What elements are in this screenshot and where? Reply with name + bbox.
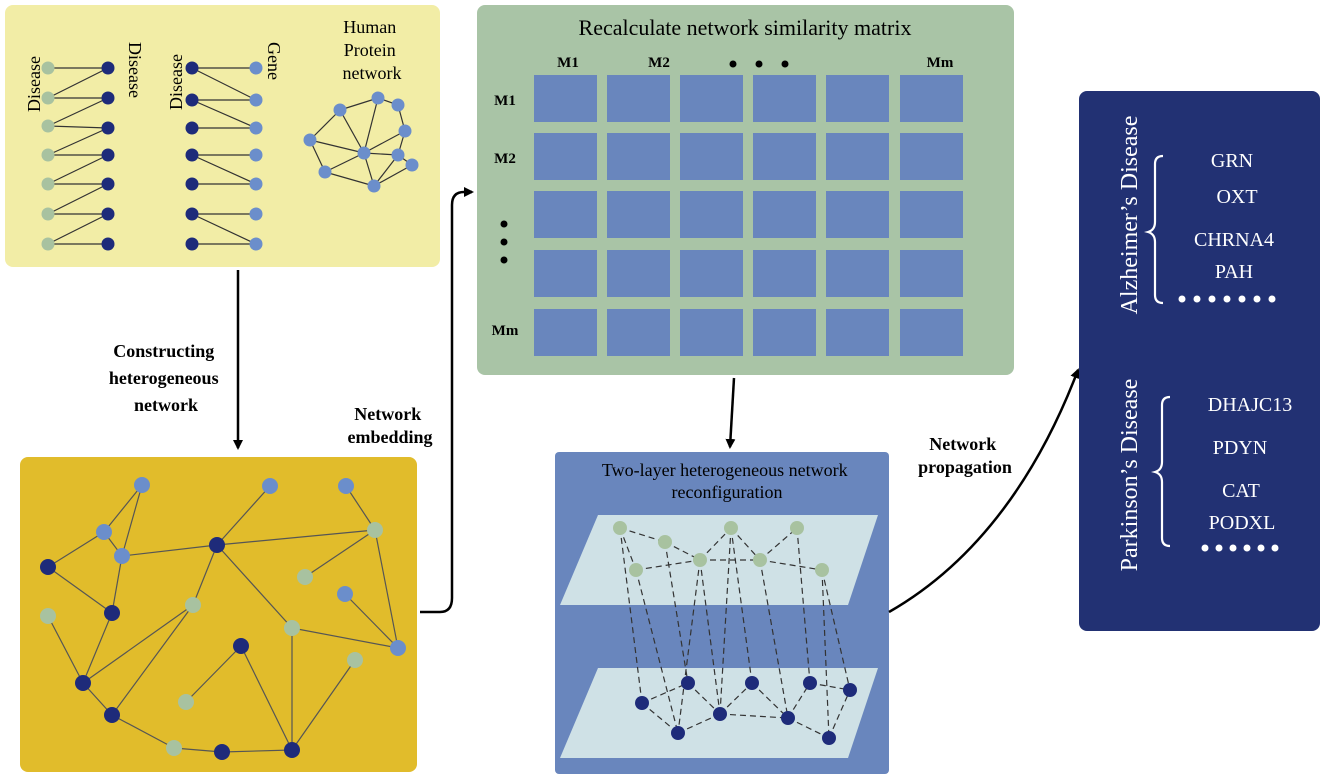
results-panel: Alzheimer’s Disease GRN OXT CHRNA4 PAH P… (1079, 91, 1320, 631)
matrix-row-labels: M1 M2 Mm (492, 93, 519, 339)
propagation-arrow: Network propagation (888, 368, 1080, 614)
reconfig-edges (619, 527, 851, 739)
disease-col3-label: Disease (166, 54, 186, 110)
gene-col-nodes (249, 61, 263, 251)
ppi-nodes (303, 91, 419, 193)
ppi-label-line-1: Human (343, 17, 396, 37)
disease-col3-nodes (185, 61, 199, 251)
gene-podxl: PODXL (1209, 512, 1276, 534)
constructing-line-3: network (134, 395, 198, 415)
hetero-disease-nodes (40, 537, 300, 760)
ppi-label-line-2: Protein (344, 40, 396, 60)
disease-col1-nodes (41, 61, 55, 251)
matrix-title: Recalculate network similarity matrix (579, 15, 912, 40)
hetero-other-nodes (40, 522, 383, 756)
matrix-row-label-m2: M2 (494, 151, 516, 167)
parkinsons-brace (1151, 395, 1171, 548)
alzheimers-genes: GRN OXT CHRNA4 PAH (1194, 150, 1274, 283)
upper-layer-plane (560, 515, 878, 605)
alzheimers-more-dots (1178, 295, 1276, 303)
parkinsons-genes: DHAJC13 PDYN CAT PODXL (1208, 394, 1292, 534)
human-protein-network: Human Protein network (303, 17, 419, 193)
alzheimers-brace (1144, 154, 1164, 305)
disease-col1-label: Disease (24, 56, 44, 112)
hetero-nodes (40, 477, 406, 760)
parkinsons-more-dots (1201, 544, 1279, 552)
matrix-col-label-m2: M2 (648, 55, 670, 71)
constructing-line-1: Constructing (113, 341, 214, 361)
disease-col2-label: Disease (125, 42, 145, 98)
embedding-line-2: embedding (347, 427, 432, 447)
reconfig-title-line-1: Two-layer heterogeneous network (602, 460, 848, 480)
hetero-gene-nodes (96, 477, 406, 656)
matrix-row-label-m1: M1 (494, 93, 516, 109)
embedding-arrow: Network embedding (347, 187, 474, 614)
disease-disease-network: Disease Disease (24, 42, 145, 251)
disease-gene-edges (191, 67, 257, 245)
matrix-row-label-mm: Mm (492, 323, 519, 339)
similarity-matrix-panel: Recalculate network similarity matrix M1… (477, 5, 1014, 375)
two-layer-reconfig-panel: Two-layer heterogeneous network reconfig… (555, 452, 889, 774)
gene-grn: GRN (1211, 150, 1253, 172)
embedding-label: Network embedding (347, 404, 432, 447)
gene-oxt: OXT (1216, 186, 1257, 208)
matrix-col-label-mm: Mm (927, 55, 954, 71)
propagation-label: Network propagation (918, 434, 1012, 477)
input-networks-panel: Disease Disease (5, 5, 440, 267)
gene-col-label: Gene (264, 42, 284, 80)
matrix-row-ellipsis (500, 220, 508, 264)
gene-cat: CAT (1222, 480, 1260, 502)
matrix-to-reconfig-arrow (725, 377, 736, 449)
upper-layer-nodes (613, 521, 829, 577)
heterogeneous-network-panel (20, 457, 417, 772)
disease-gene-network: Disease Gene (166, 42, 284, 251)
alzheimers-group: Alzheimer’s Disease GRN OXT CHRNA4 PAH (1117, 116, 1276, 315)
ppi-label-line-3: network (343, 63, 402, 83)
matrix-col-labels: M1 M2 Mm (557, 55, 954, 71)
parkinsons-label: Parkinson’s Disease (1117, 379, 1143, 572)
disease-col2-nodes (101, 61, 115, 251)
propagation-line-2: propagation (918, 457, 1012, 477)
gene-pdyn: PDYN (1213, 437, 1267, 459)
ppi-label: Human Protein network (343, 17, 402, 83)
results-panel-bg (1079, 91, 1320, 631)
disease-disease-edges (47, 67, 109, 245)
constructing-arrow: Constructing heterogeneous network (109, 270, 243, 450)
reconfig-title: Two-layer heterogeneous network reconfig… (602, 460, 852, 502)
matrix-col-ellipsis (729, 60, 789, 68)
propagation-line-1: Network (929, 434, 996, 454)
gene-dhajc13: DHAJC13 (1208, 394, 1292, 416)
matrix-cells (534, 75, 963, 356)
matrix-col-label-m1: M1 (557, 55, 579, 71)
reconfig-title-line-2: reconfiguration (672, 482, 783, 502)
gene-pah: PAH (1215, 261, 1253, 283)
parkinsons-group: Parkinson’s Disease DHAJC13 PDYN CAT POD… (1117, 379, 1292, 572)
embedding-line-1: Network (354, 404, 421, 424)
lower-layer-nodes (635, 676, 857, 745)
alzheimers-label: Alzheimer’s Disease (1117, 116, 1143, 315)
constructing-label: Constructing heterogeneous network (109, 341, 223, 415)
constructing-line-2: heterogeneous (109, 368, 219, 388)
gene-chrna4: CHRNA4 (1194, 229, 1274, 251)
